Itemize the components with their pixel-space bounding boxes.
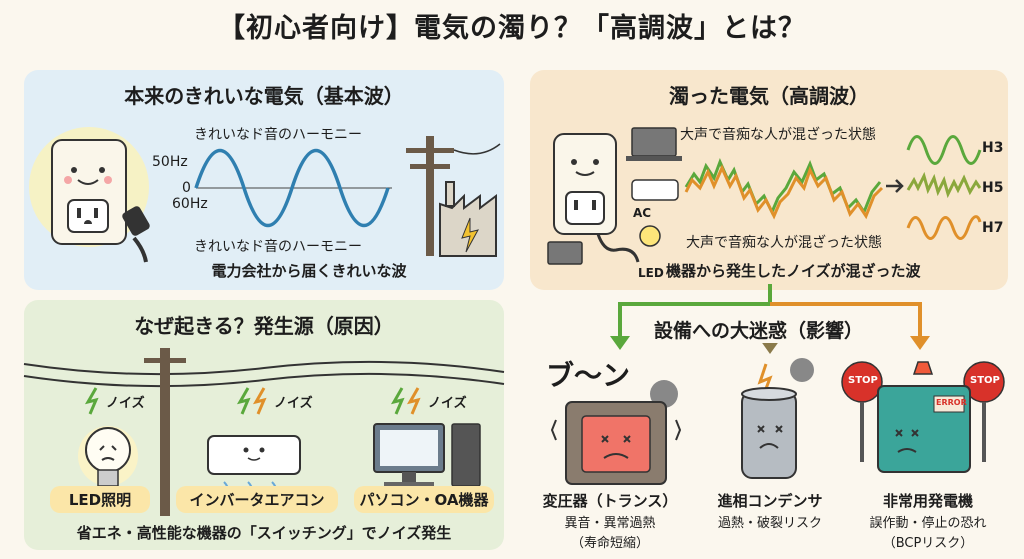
noise-label-ac: ノイズ bbox=[274, 396, 313, 411]
generator-icon bbox=[841, 361, 1005, 473]
devices-outlet-icon bbox=[547, 127, 682, 265]
noise-label-bottom: 大声で音痴な人が混ざった状態 bbox=[686, 235, 882, 251]
cause-title: なぜ起きる？発生源（原因） bbox=[134, 314, 394, 338]
device-tag-aircon: インバータエアコン bbox=[176, 486, 338, 513]
noise-label-led: ノイズ bbox=[106, 396, 145, 411]
harmony-label-bottom: きれいなド音のハーモニー bbox=[194, 239, 362, 255]
led-label: LED bbox=[638, 266, 664, 280]
impact-line1-capacitor: 過熱・破裂リスク bbox=[717, 516, 822, 531]
h5-label: H5 bbox=[982, 180, 1004, 196]
arrow-right-icon bbox=[886, 179, 904, 193]
error-display: ERROR bbox=[936, 398, 967, 407]
impact-name-transformer: 変圧器（トランス） bbox=[542, 492, 678, 510]
impact-line2-transformer: （寿命短縮） bbox=[570, 536, 649, 551]
label-60hz: 60Hz bbox=[172, 196, 208, 212]
page-title: 【初心者向け】電気の濁り？「高調波」とは？ bbox=[218, 13, 806, 44]
capacitor-icon bbox=[741, 358, 814, 479]
transformer-icon bbox=[550, 380, 682, 485]
outlet-icon bbox=[29, 127, 150, 263]
noise-label-top: 大声で音痴な人が混ざった状態 bbox=[680, 127, 876, 143]
noise-label-pc: ノイズ bbox=[428, 396, 467, 411]
sine-wave bbox=[194, 149, 392, 227]
harmonic-caption: 機器から発生したノイズが混ざった波 bbox=[666, 262, 921, 280]
harmonic-panel: 濁った電気（高調波） AC LED 大声で音痴な人が混ざった状態 H3 H5 H… bbox=[530, 70, 1008, 290]
fundamental-caption: 電力会社から届くきれいな波 bbox=[211, 262, 407, 280]
label-zero: 0 bbox=[182, 180, 191, 196]
impact-title: 設備への大迷惑（影響） bbox=[648, 316, 870, 343]
h3-label: H3 bbox=[982, 140, 1004, 156]
impact-name-capacitor: 進相コンデンサ bbox=[717, 492, 823, 510]
distorted-wave bbox=[684, 158, 884, 220]
impact-line1-transformer: 異音・異常過熱 bbox=[564, 516, 656, 531]
harmonic-components bbox=[906, 135, 982, 240]
cause-panel: なぜ起きる？発生源（原因） ノイズ ノイズ ノイズ LED照明 インバータエアコ… bbox=[23, 300, 505, 550]
cause-caption: 省エネ・高性能な機器の「スイッチング」でノイズ発生 bbox=[76, 524, 452, 542]
impact-line2-generator: （BCPリスク） bbox=[882, 536, 974, 551]
power-line-scene bbox=[23, 348, 505, 516]
label-50hz: 50Hz bbox=[152, 154, 188, 170]
harmonic-title: 濁った電気（高調波） bbox=[669, 84, 869, 108]
impact-line1-generator: 誤作動・停止の恐れ bbox=[869, 516, 987, 531]
stop-sign-left: STOP bbox=[848, 375, 878, 386]
stop-sign-right: STOP bbox=[970, 375, 1000, 386]
ac-label: AC bbox=[633, 206, 652, 220]
harmony-label-top: きれいなド音のハーモニー bbox=[194, 127, 362, 143]
device-tag-pc: パソコン・OA機器 bbox=[354, 486, 494, 513]
fundamental-panel: 本来のきれいな電気（基本波） きれいなド音のハーモニー 50Hz 0 60Hz … bbox=[24, 70, 504, 290]
impact-name-generator: 非常用発電機 bbox=[882, 492, 973, 510]
hum-text: ブ〜ン bbox=[546, 359, 631, 392]
fundamental-title: 本来のきれいな電気（基本波） bbox=[124, 84, 404, 108]
device-tag-led: LED照明 bbox=[50, 486, 150, 513]
h7-label: H7 bbox=[982, 220, 1004, 236]
power-pole-factory-icon bbox=[406, 136, 501, 257]
